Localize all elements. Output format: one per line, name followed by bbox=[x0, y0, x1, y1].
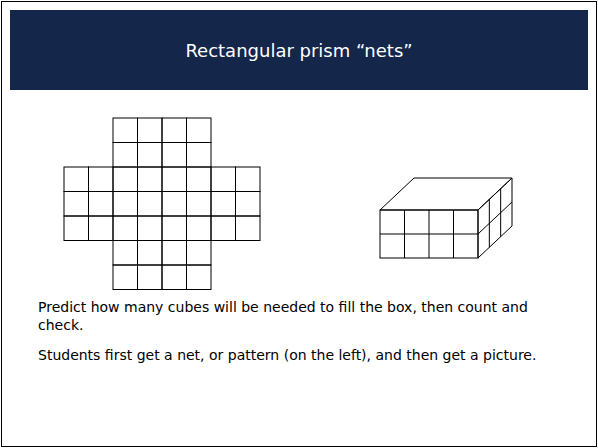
net-square bbox=[236, 216, 261, 241]
box-side-face bbox=[478, 178, 512, 258]
net-square bbox=[187, 241, 212, 266]
net-square bbox=[89, 192, 114, 217]
body-text: Predict how many cubes will be needed to… bbox=[38, 298, 568, 334]
net-square bbox=[162, 118, 187, 143]
open-box-picture bbox=[380, 178, 512, 258]
net-square bbox=[138, 216, 163, 241]
net-square bbox=[138, 265, 163, 290]
net-square bbox=[236, 192, 261, 217]
net-square bbox=[162, 167, 187, 192]
net-square bbox=[113, 265, 138, 290]
net-square bbox=[64, 167, 89, 192]
net-square bbox=[113, 167, 138, 192]
net-square bbox=[187, 265, 212, 290]
net-square bbox=[89, 216, 114, 241]
net-square bbox=[113, 192, 138, 217]
net-square bbox=[138, 143, 163, 168]
net-square bbox=[162, 265, 187, 290]
net-square bbox=[138, 118, 163, 143]
net-square bbox=[64, 216, 89, 241]
net-square bbox=[162, 143, 187, 168]
net-square bbox=[113, 216, 138, 241]
net-square bbox=[187, 216, 212, 241]
box-front-face bbox=[380, 210, 478, 258]
title-band bbox=[10, 10, 588, 90]
net-square bbox=[138, 167, 163, 192]
net-square bbox=[89, 167, 114, 192]
net-square bbox=[187, 167, 212, 192]
net-square bbox=[162, 192, 187, 217]
net-square bbox=[64, 192, 89, 217]
net-square bbox=[162, 216, 187, 241]
net-square bbox=[211, 216, 236, 241]
net-square bbox=[113, 241, 138, 266]
net-square bbox=[236, 167, 261, 192]
net-square bbox=[187, 192, 212, 217]
net-square bbox=[113, 118, 138, 143]
body-text: Students first get a net, or pattern (on… bbox=[38, 346, 568, 364]
prism-net bbox=[64, 118, 260, 290]
net-square bbox=[187, 143, 212, 168]
net-square bbox=[138, 192, 163, 217]
box-grid-line bbox=[380, 234, 478, 235]
box-grid-line bbox=[478, 202, 512, 234]
net-square bbox=[211, 167, 236, 192]
net-square bbox=[138, 241, 163, 266]
slide-title: Rectangular prism “nets” bbox=[185, 40, 412, 61]
net-square bbox=[187, 118, 212, 143]
net-square bbox=[211, 192, 236, 217]
box-top-opening bbox=[380, 178, 512, 210]
net-square bbox=[113, 143, 138, 168]
net-square bbox=[162, 241, 187, 266]
